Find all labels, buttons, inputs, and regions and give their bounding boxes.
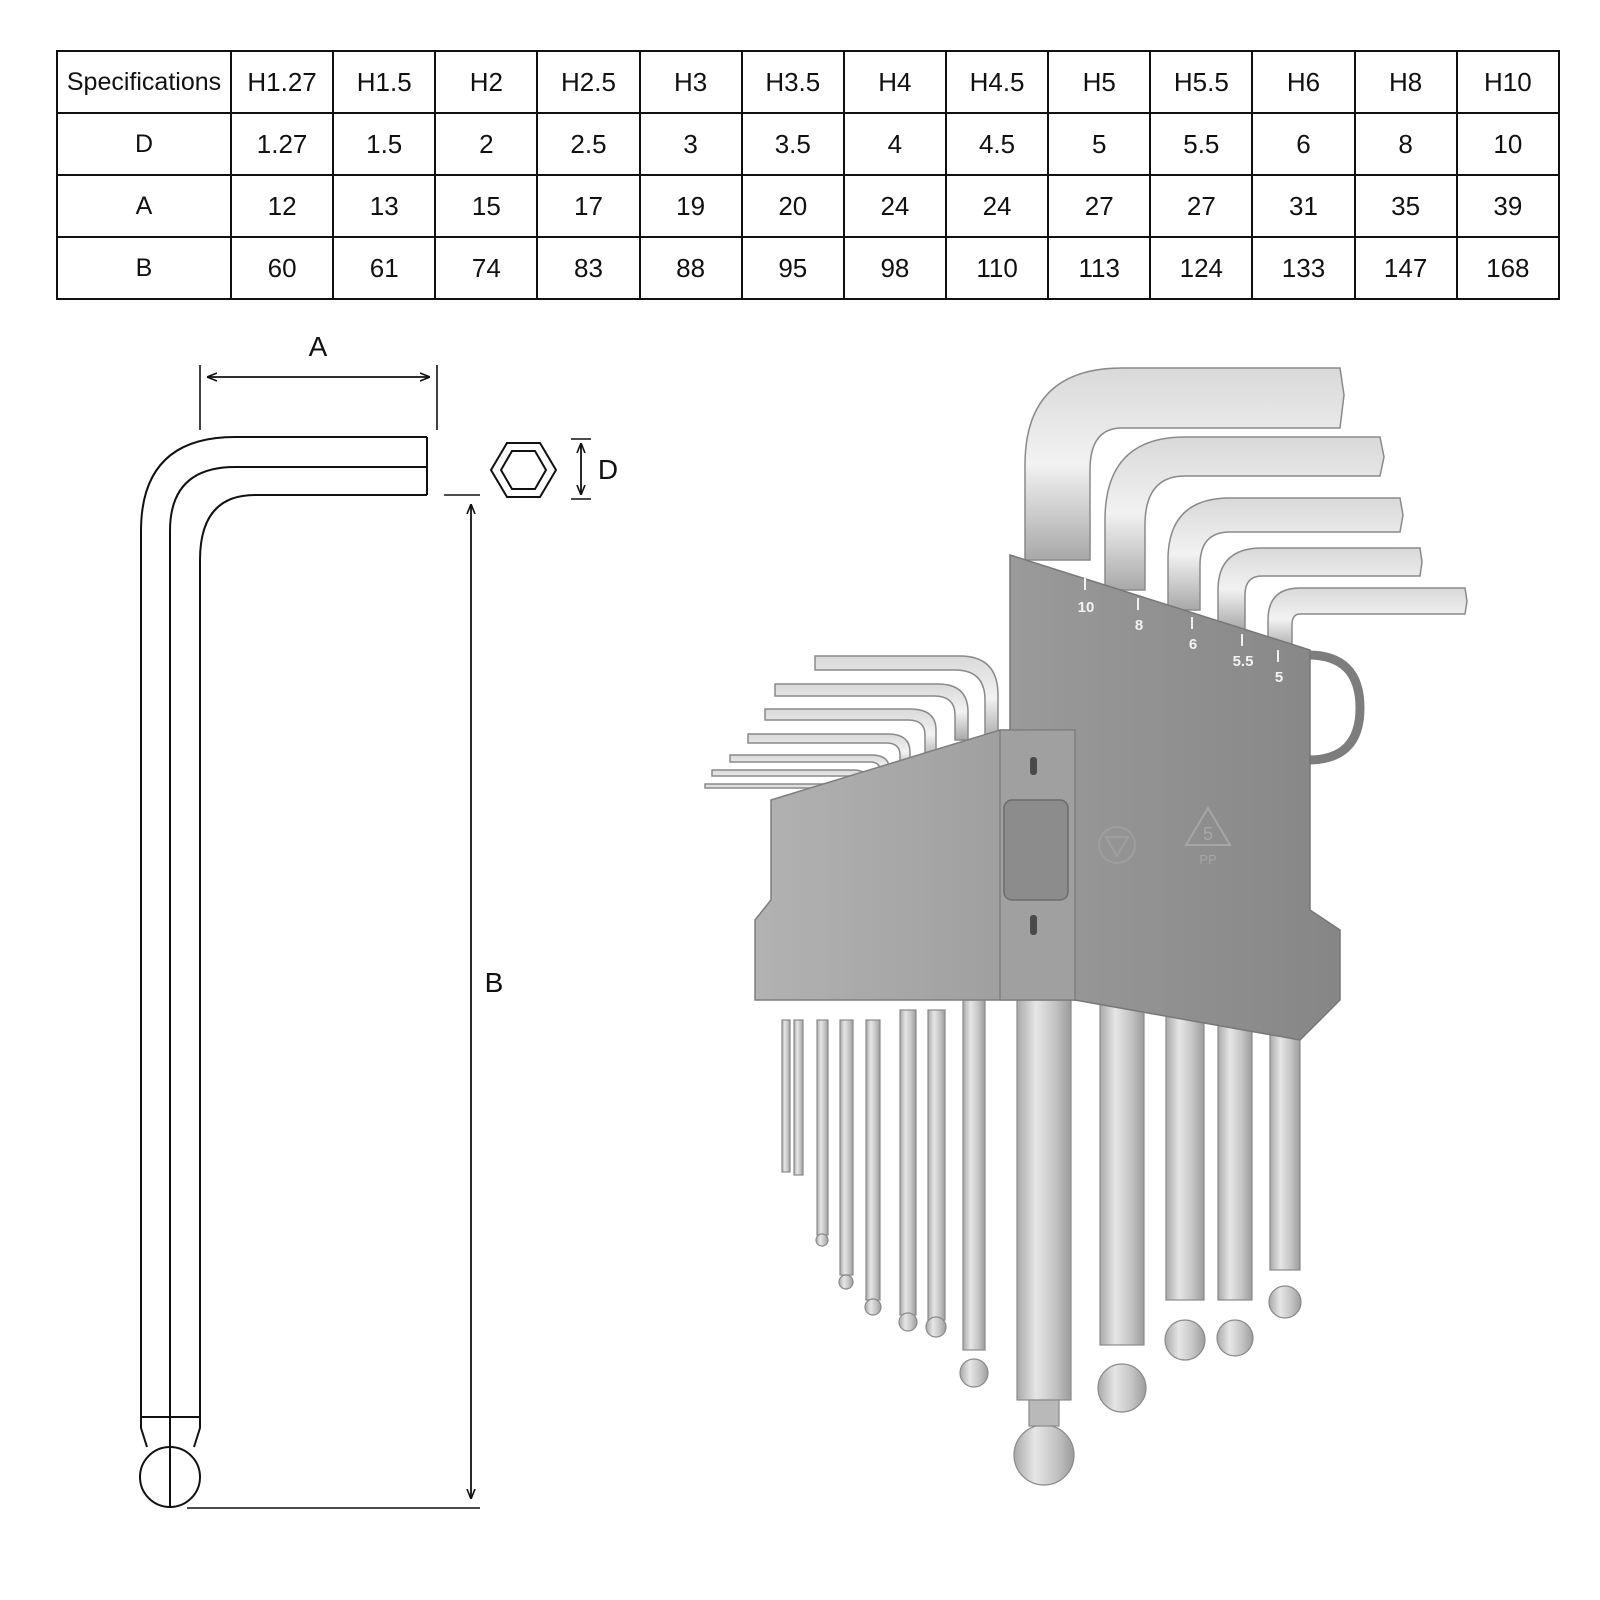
table-cell: 2.5	[536, 112, 641, 176]
table-cell: 19	[638, 174, 743, 238]
table-cell: 5	[1047, 112, 1152, 176]
hex-key-set-illustration: 10 8 6 5.5 5 5 PP	[704, 367, 1468, 1486]
size-mark-5: 5	[1275, 669, 1283, 686]
table-header-cell: H1.5	[332, 50, 437, 114]
table-header-cell: H5	[1047, 50, 1152, 114]
table-cell: 95	[740, 236, 845, 300]
table-cell: 1.5	[332, 112, 437, 176]
holder-size-markings: 10 8 6 5.5 5	[1078, 578, 1283, 686]
table-cell: 98	[842, 236, 947, 300]
row-label-d: D	[56, 112, 232, 176]
table-cell: 124	[1149, 236, 1254, 300]
table-header-cell: H6	[1251, 50, 1356, 114]
embossed-mark	[1098, 826, 1136, 864]
table-cell: 13	[332, 174, 437, 238]
table-cell: 27	[1047, 174, 1152, 238]
holder-hinge	[999, 729, 1076, 1001]
table-cell: 27	[1149, 174, 1254, 238]
dimension-label-b: B	[485, 967, 504, 998]
table-row-d: D 1.27 1.5 2 2.5 3 3.5 4 4.5 5 5.5 6 8 1…	[56, 112, 1561, 176]
table-cell: 147	[1353, 236, 1458, 300]
table-cell: 15	[434, 174, 539, 238]
size-mark-5-5: 5.5	[1233, 653, 1254, 670]
table-header-row: Specifications H1.27 H1.5 H2 H2.5 H3 H3.…	[56, 50, 1561, 114]
table-header-cell: H8	[1353, 50, 1458, 114]
table-cell: 88	[638, 236, 743, 300]
table-cell: 20	[740, 174, 845, 238]
large-keys-short-arms	[1024, 367, 1468, 651]
table-cell: 39	[1455, 174, 1561, 238]
table-header-cell: Specifications	[56, 50, 232, 114]
recycle-icon: 5 PP	[1184, 806, 1232, 867]
table-header-cell: H5.5	[1149, 50, 1254, 114]
table-cell: 1.27	[229, 112, 335, 176]
hanging-loop	[1307, 650, 1365, 765]
table-cell: 24	[944, 174, 1050, 238]
table-row-b: B 60 61 74 83 88 95 98 110 113 124 133 1…	[56, 236, 1561, 300]
hex-key-long-arms	[781, 949, 1302, 1486]
row-label-b: B	[56, 236, 232, 300]
table-header-cell: H1.27	[229, 50, 335, 114]
row-label-a: A	[56, 174, 232, 238]
size-mark-10: 10	[1078, 599, 1095, 616]
table-cell: 8	[1353, 112, 1458, 176]
table-cell: 83	[536, 236, 641, 300]
table-cell: 4.5	[944, 112, 1050, 176]
specifications-table: Specifications H1.27 H1.5 H2 H2.5 H3 H3.…	[56, 50, 1561, 300]
size-mark-8: 8	[1135, 617, 1143, 634]
table-header-cell: H10	[1455, 50, 1561, 114]
table-cell: 5.5	[1149, 112, 1254, 176]
table-header-cell: H4.5	[944, 50, 1050, 114]
table-header-cell: H3	[638, 50, 743, 114]
table-cell: 113	[1047, 236, 1152, 300]
table-header-cell: H3.5	[740, 50, 845, 114]
table-cell: 3.5	[740, 112, 845, 176]
table-header-cell: H2.5	[536, 50, 641, 114]
hex-key-line-drawing	[139, 365, 591, 1509]
table-cell: 31	[1251, 174, 1356, 238]
table-cell: 35	[1353, 174, 1458, 238]
recycle-number: 5	[1203, 824, 1213, 844]
table-cell: 168	[1455, 236, 1561, 300]
table-cell: 17	[536, 174, 641, 238]
table-cell: 133	[1251, 236, 1356, 300]
table-header-cell: H4	[842, 50, 947, 114]
table-row-a: A 12 13 15 17 19 20 24 24 27 27 31 35 39	[56, 174, 1561, 238]
table-cell: 61	[332, 236, 437, 300]
table-cell: 6	[1251, 112, 1356, 176]
table-header-cell: H2	[434, 50, 539, 114]
table-cell: 24	[842, 174, 947, 238]
dimension-label-a: A	[309, 331, 328, 362]
table-cell: 12	[229, 174, 335, 238]
table-cell: 110	[944, 236, 1050, 300]
recycle-code: PP	[1199, 852, 1216, 867]
dimension-label-d: D	[598, 454, 618, 485]
table-cell: 3	[638, 112, 743, 176]
table-cell: 74	[434, 236, 539, 300]
table-cell: 4	[842, 112, 947, 176]
table-cell: 10	[1455, 112, 1561, 176]
table-cell: 2	[434, 112, 539, 176]
table-cell: 60	[229, 236, 335, 300]
size-mark-6: 6	[1189, 636, 1197, 653]
